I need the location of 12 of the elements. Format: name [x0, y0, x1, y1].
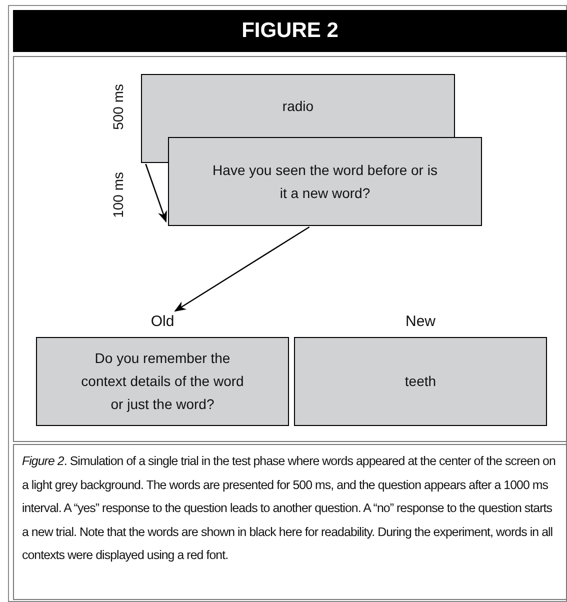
arrow [145, 164, 167, 223]
screen-box: radio [141, 74, 455, 137]
response-heading: New [404, 312, 436, 332]
screen-box: Have you seen the word before or is it a new word? [168, 137, 482, 226]
arrow [174, 226, 310, 312]
response-heading: Old [150, 312, 176, 332]
edge-label: 100 ms [110, 172, 126, 218]
figure-title: FIGURE 2 [13, 10, 567, 52]
duration-label: 500 ms [110, 84, 126, 130]
figure-caption: Figure 2. Simulation of a single trial in the test phase where words appeared at the center of the screen on a light grey background. The words are presented for 500 ms, and the question appears after a 1000 ms interval. A “yes” response to the question leads to another question. A “no” response to the question starts a new trial. Note that the words are shown in black here for readability. During the experiment, words in all contexts were displayed using a red font. [22, 453, 556, 564]
screen-box: teeth [294, 337, 547, 426]
screen-box: Do you remember the context details of the word or just the word? [36, 337, 289, 426]
